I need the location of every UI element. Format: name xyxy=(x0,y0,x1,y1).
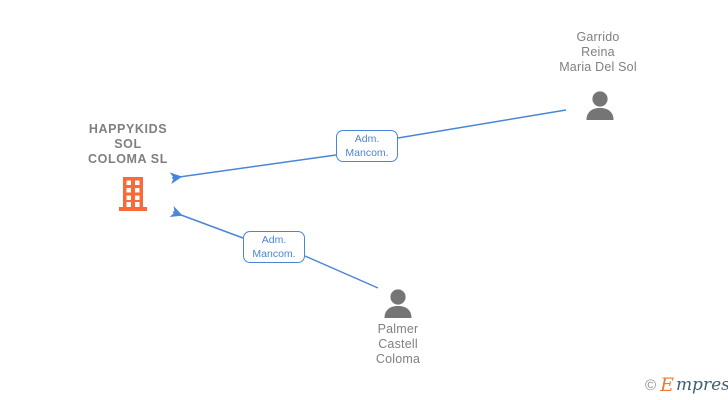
brand-name: mpresia xyxy=(675,375,728,395)
brand-initial: E xyxy=(660,374,674,396)
connector-palmer-right xyxy=(304,255,379,289)
company-label: HAPPYKIDS SOL COLOMA SL xyxy=(88,122,168,166)
person-label-garrido: Garrido Reina Maria Del Sol xyxy=(559,30,637,74)
connector-garrido-left xyxy=(169,154,337,185)
watermark: © E mpresia xyxy=(645,376,728,395)
connector-palmer-left xyxy=(169,205,244,239)
connector-garrido-right xyxy=(397,109,567,139)
edge-label-adm-mancom-palmer[interactable]: Adm. Mancom. xyxy=(243,231,305,263)
edge-label-adm-mancom-garrido[interactable]: Adm. Mancom. xyxy=(336,130,398,162)
person-icon-garrido xyxy=(586,91,614,120)
building-icon xyxy=(119,177,147,211)
person-icon-palmer xyxy=(384,289,412,318)
copyright-symbol: © xyxy=(645,377,657,394)
person-label-palmer: Palmer Castell Coloma xyxy=(375,322,421,366)
